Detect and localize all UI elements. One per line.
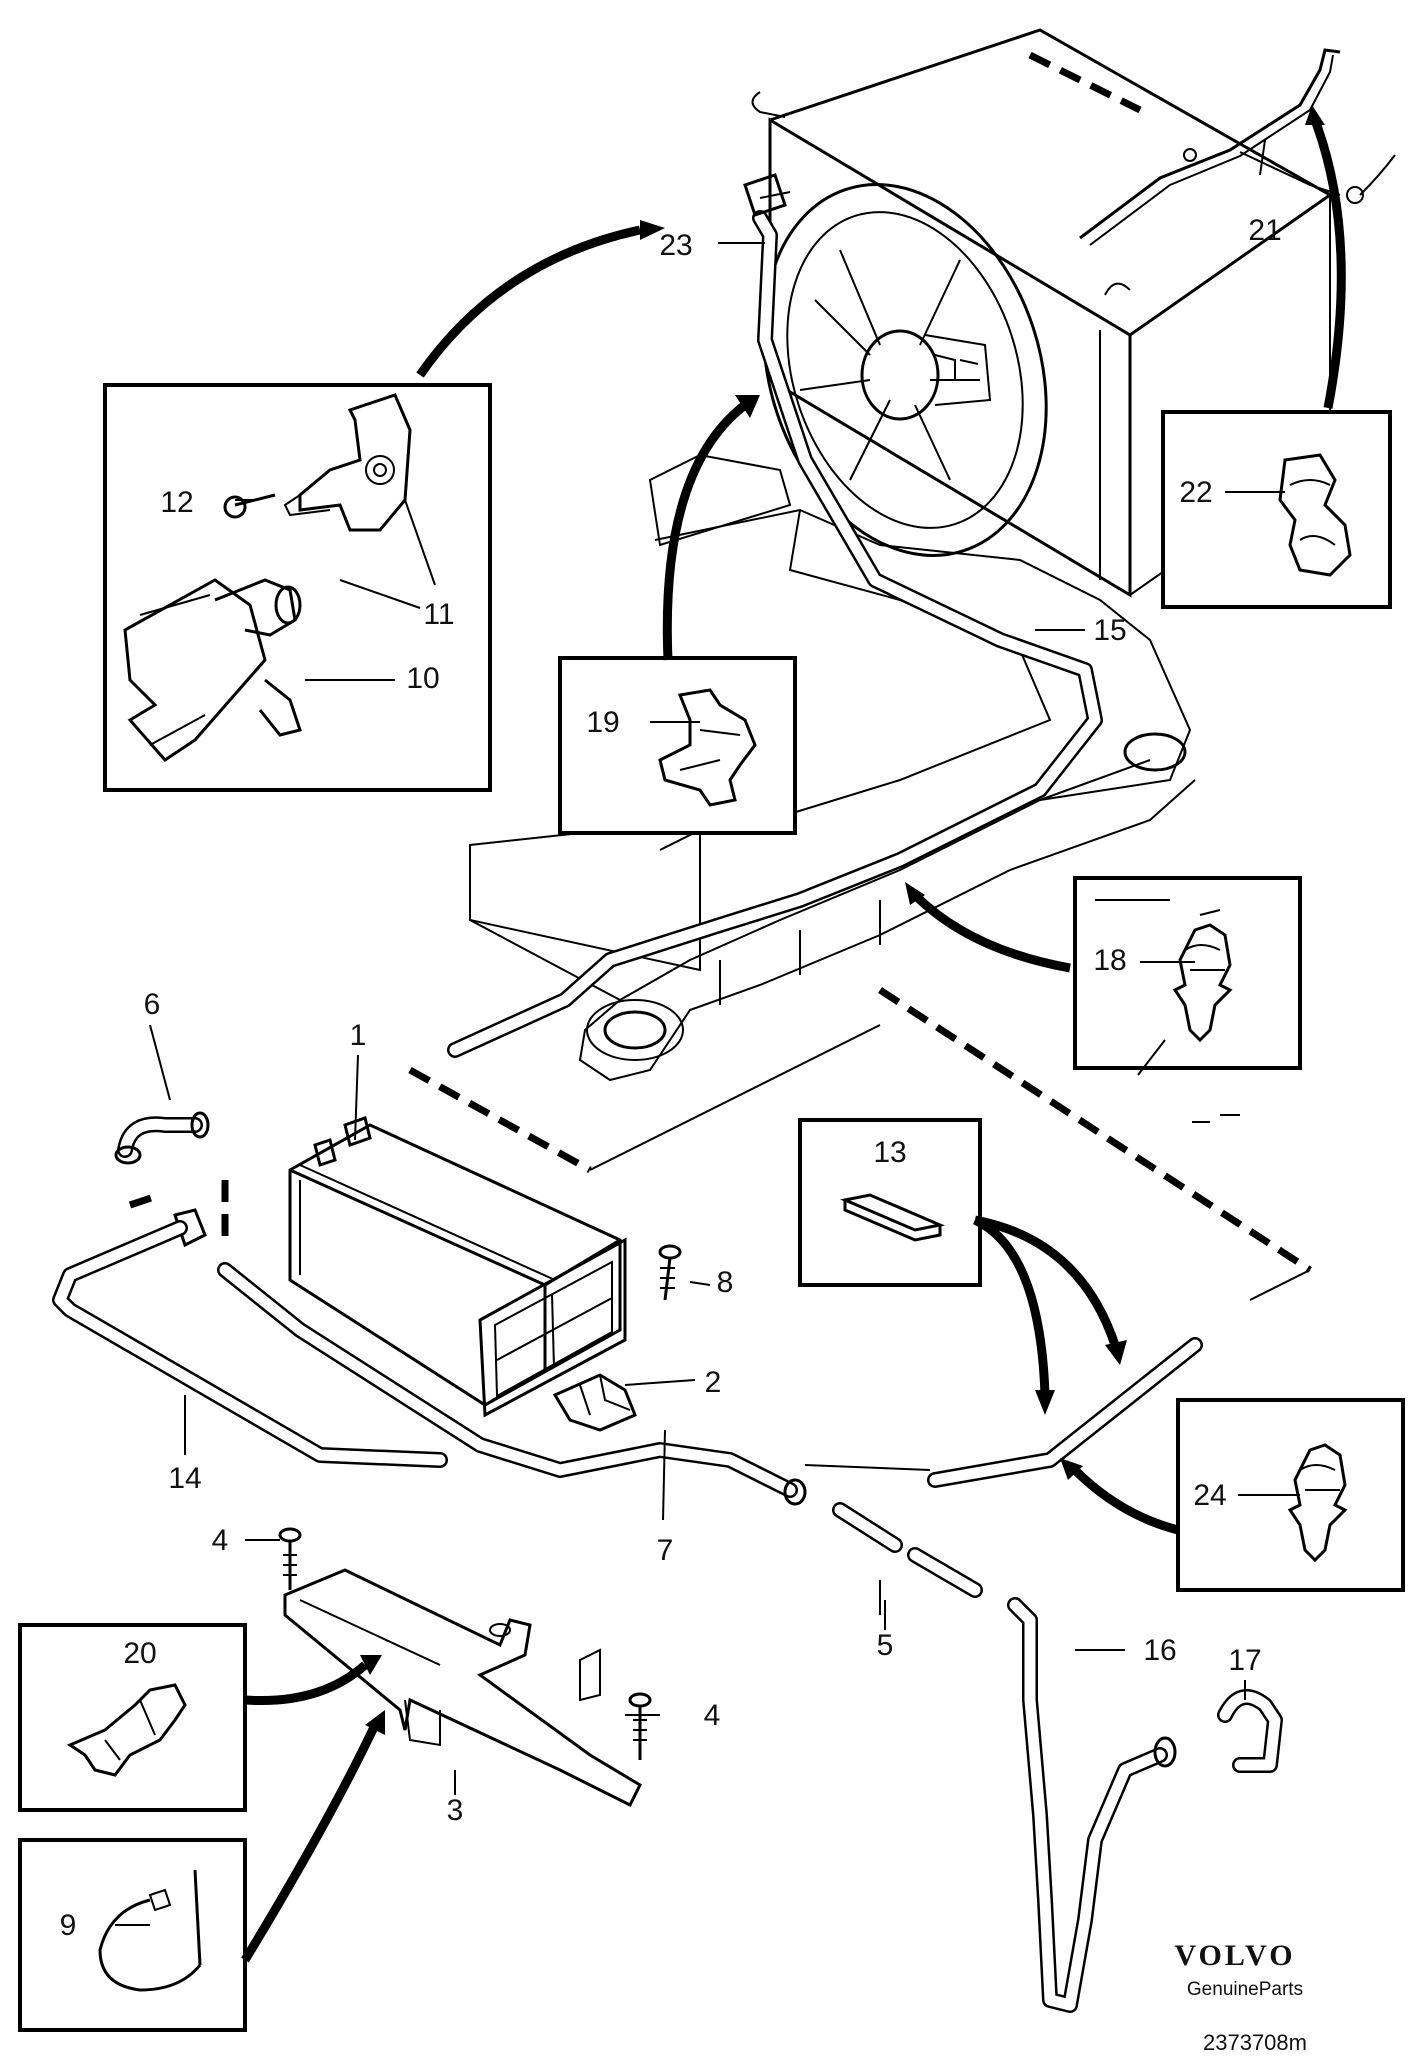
hose-15 bbox=[447, 173, 1103, 1058]
detail-box-valve bbox=[103, 383, 492, 792]
callout-18: 18 bbox=[1093, 944, 1126, 977]
elbow-hose-17 bbox=[1217, 1689, 1283, 1773]
callout-15: 15 bbox=[1093, 614, 1126, 647]
boundary-small bbox=[128, 1191, 162, 1209]
brand-tagline: GenuineParts bbox=[1187, 1979, 1303, 2000]
callout-4-bottom: 4 bbox=[704, 1699, 721, 1732]
detail-box-clip-18 bbox=[1073, 876, 1302, 1070]
hose-14 bbox=[52, 1220, 448, 1468]
callout-17: 17 bbox=[1228, 1644, 1261, 1677]
callout-labels: 23 21 22 15 19 18 12 11 10 6 1 13 8 2 14… bbox=[60, 214, 1282, 1942]
callout-1: 1 bbox=[350, 1019, 367, 1052]
callout-14: 14 bbox=[168, 1462, 201, 1495]
callout-24: 24 bbox=[1193, 1479, 1226, 1512]
detail-box-clip-22 bbox=[1161, 410, 1392, 609]
diagram-part-number: 2373708m bbox=[1203, 2030, 1307, 2055]
hose-16 bbox=[1007, 1597, 1177, 2013]
screw-4-bottom bbox=[628, 1692, 652, 1760]
callout-4-top: 4 bbox=[212, 1524, 229, 1557]
hose-7 bbox=[217, 1262, 807, 1506]
callout-19: 19 bbox=[586, 706, 619, 739]
callout-9: 9 bbox=[60, 1909, 77, 1942]
callout-23: 23 bbox=[659, 229, 692, 262]
detail-box-clip-20 bbox=[18, 1623, 247, 1812]
detail-box-cable-tie-9 bbox=[18, 1838, 247, 2032]
callout-10: 10 bbox=[406, 662, 439, 695]
detail-box-clip-19 bbox=[558, 656, 797, 835]
callout-12: 12 bbox=[160, 486, 193, 519]
callout-20: 20 bbox=[123, 1637, 156, 1670]
bracket-2 bbox=[552, 1373, 637, 1432]
screw-4-top bbox=[278, 1527, 302, 1590]
callout-11: 11 bbox=[423, 598, 454, 631]
leader-lines bbox=[115, 139, 1300, 1926]
boundary-middle bbox=[408, 1066, 592, 1174]
screw-8 bbox=[658, 1244, 682, 1301]
brand-block: VOLVO GenuineParts 2373708m bbox=[1174, 1939, 1307, 2055]
callout-16: 16 bbox=[1143, 1634, 1176, 1667]
callout-7: 7 bbox=[657, 1534, 674, 1567]
callout-2: 2 bbox=[705, 1366, 722, 1399]
callout-8: 8 bbox=[717, 1266, 734, 1299]
callout-21: 21 bbox=[1248, 214, 1281, 247]
callout-5: 5 bbox=[877, 1629, 894, 1662]
detail-box-pad-13 bbox=[798, 1118, 982, 1287]
elbow-hose-6 bbox=[114, 1111, 210, 1248]
charcoal-canister bbox=[288, 1116, 627, 1418]
bracket-3 bbox=[283, 1568, 642, 1808]
hose-24-line bbox=[804, 1337, 1203, 1488]
connectors-5 bbox=[832, 1502, 983, 1615]
boundary-right bbox=[878, 987, 1312, 1273]
hose-21 bbox=[1079, 48, 1396, 246]
pointer-arrows bbox=[241, 105, 1346, 1963]
callout-13: 13 bbox=[873, 1136, 906, 1169]
callout-3: 3 bbox=[447, 1794, 464, 1827]
brand-logo: VOLVO bbox=[1174, 1939, 1295, 1972]
boundary-top bbox=[1028, 51, 1142, 114]
callout-22: 22 bbox=[1179, 476, 1212, 509]
callout-6: 6 bbox=[144, 988, 161, 1021]
